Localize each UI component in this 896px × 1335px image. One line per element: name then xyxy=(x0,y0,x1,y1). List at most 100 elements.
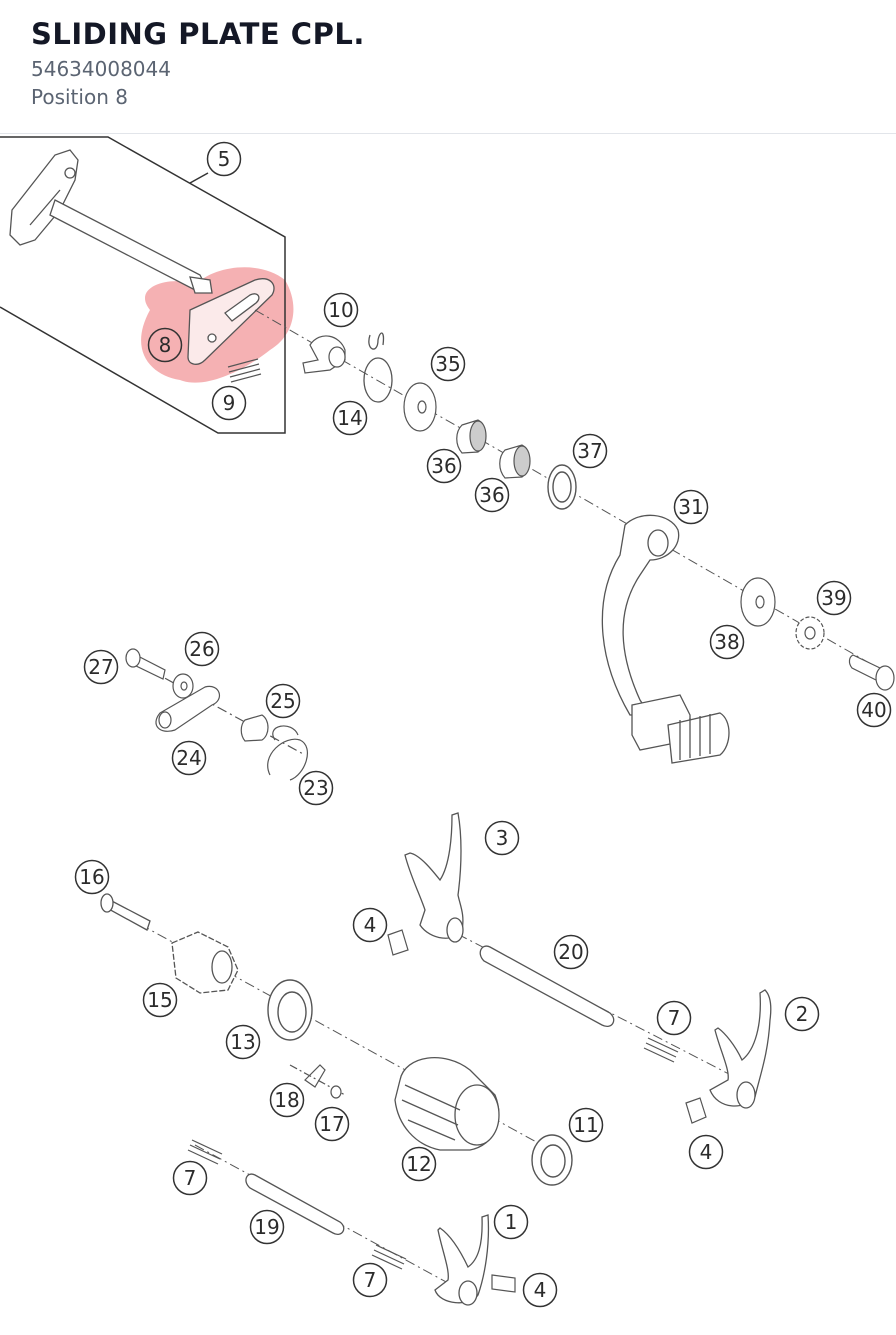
svg-text:2: 2 xyxy=(796,1002,809,1026)
callout-13[interactable]: 13 xyxy=(225,1024,261,1060)
subassembly-frame xyxy=(0,136,286,434)
svg-text:31: 31 xyxy=(678,495,703,519)
callout-4[interactable]: 4 xyxy=(688,1134,724,1170)
shaft-part-20 xyxy=(479,945,615,1027)
svg-text:23: 23 xyxy=(303,776,328,800)
lockwasher-part-39 xyxy=(795,616,825,650)
callout-1[interactable]: 1 xyxy=(493,1204,529,1240)
svg-text:37: 37 xyxy=(577,439,602,463)
svg-text:8: 8 xyxy=(159,333,172,357)
svg-text:3: 3 xyxy=(496,826,509,850)
sliding-plate xyxy=(187,278,275,365)
svg-text:7: 7 xyxy=(668,1006,681,1030)
svg-text:12: 12 xyxy=(406,1152,431,1176)
svg-text:11: 11 xyxy=(573,1113,598,1137)
callout-14[interactable]: 14 xyxy=(332,400,368,436)
callout-4[interactable]: 4 xyxy=(522,1272,558,1308)
callout-3[interactable]: 3 xyxy=(484,820,520,856)
bolt-part-40 xyxy=(848,654,895,691)
svg-text:13: 13 xyxy=(230,1030,255,1054)
svg-text:24: 24 xyxy=(176,746,201,770)
small-parts-17-18 xyxy=(289,1064,346,1099)
svg-text:1: 1 xyxy=(505,1210,518,1234)
callout-8[interactable]: 8 xyxy=(147,327,183,363)
washer-part-35 xyxy=(403,382,437,432)
seal-part-37 xyxy=(547,464,577,510)
seal-part-11 xyxy=(531,1134,573,1186)
svg-text:40: 40 xyxy=(861,698,886,722)
svg-text:4: 4 xyxy=(534,1278,547,1302)
svg-text:17: 17 xyxy=(319,1112,344,1136)
callout-36[interactable]: 36 xyxy=(426,448,462,484)
svg-text:10: 10 xyxy=(328,298,353,322)
svg-text:16: 16 xyxy=(79,865,104,889)
springs-part-7 xyxy=(187,1037,679,1270)
position-label: Position 8 xyxy=(31,85,128,109)
part-number: 54634008044 xyxy=(31,57,171,81)
svg-text:18: 18 xyxy=(274,1088,299,1112)
shift-lever-part-31 xyxy=(601,514,730,764)
svg-text:38: 38 xyxy=(714,630,739,654)
shift-shaft xyxy=(9,149,213,294)
bushing-part-10 xyxy=(302,335,346,374)
callout-7[interactable]: 7 xyxy=(656,1000,692,1036)
callout-7[interactable]: 7 xyxy=(352,1262,388,1298)
callout-16[interactable]: 16 xyxy=(74,859,110,895)
callout-25[interactable]: 25 xyxy=(265,683,301,719)
seal-part-13 xyxy=(267,979,313,1041)
callout-10[interactable]: 10 xyxy=(323,292,359,328)
part-header: SLIDING PLATE CPL. 54634008044 Position … xyxy=(0,0,896,134)
callout-7[interactable]: 7 xyxy=(172,1160,208,1196)
callouts: 5 8 9 10 14 35 36 36 37 31 38 39 40 27 2… xyxy=(74,141,892,1308)
svg-text:9: 9 xyxy=(223,391,236,415)
page-title: SLIDING PLATE CPL. xyxy=(31,17,365,51)
callout-11[interactable]: 11 xyxy=(568,1107,604,1143)
callout-17[interactable]: 17 xyxy=(314,1106,350,1142)
fork-part-1 xyxy=(434,1214,490,1306)
callout-2[interactable]: 2 xyxy=(784,996,820,1032)
callout-26[interactable]: 26 xyxy=(184,631,220,667)
svg-text:14: 14 xyxy=(337,406,362,430)
gear-part-15 xyxy=(100,893,239,994)
callout-19[interactable]: 19 xyxy=(249,1209,285,1245)
callout-20[interactable]: 20 xyxy=(553,934,589,970)
svg-text:25: 25 xyxy=(270,689,295,713)
callout-18[interactable]: 18 xyxy=(269,1082,305,1118)
svg-text:26: 26 xyxy=(189,637,214,661)
bearing-part-36b xyxy=(499,444,531,479)
svg-text:36: 36 xyxy=(431,454,456,478)
shaft-part-19 xyxy=(245,1173,345,1235)
callout-4[interactable]: 4 xyxy=(352,907,388,943)
spring-part-9 xyxy=(227,358,262,383)
callout-36[interactable]: 36 xyxy=(474,477,510,513)
callout-24[interactable]: 24 xyxy=(171,740,207,776)
svg-text:15: 15 xyxy=(147,988,172,1012)
svg-text:5: 5 xyxy=(218,147,231,171)
svg-text:20: 20 xyxy=(558,940,583,964)
callout-12[interactable]: 12 xyxy=(401,1146,437,1182)
callout-38[interactable]: 38 xyxy=(709,624,745,660)
callout-40[interactable]: 40 xyxy=(856,692,892,728)
callout-15[interactable]: 15 xyxy=(142,982,178,1018)
svg-text:7: 7 xyxy=(364,1268,377,1292)
svg-text:27: 27 xyxy=(88,655,113,679)
clip-part-14 xyxy=(363,332,393,403)
callout-37[interactable]: 37 xyxy=(572,433,608,469)
callout-9[interactable]: 9 xyxy=(211,385,247,421)
svg-text:4: 4 xyxy=(700,1140,713,1164)
washer-part-38 xyxy=(740,577,776,627)
svg-text:4: 4 xyxy=(364,913,377,937)
fork-part-3 xyxy=(404,812,464,943)
callout-35[interactable]: 35 xyxy=(430,346,466,382)
svg-text:7: 7 xyxy=(184,1166,197,1190)
svg-text:39: 39 xyxy=(821,586,846,610)
callout-31[interactable]: 31 xyxy=(673,489,709,525)
callout-27[interactable]: 27 xyxy=(83,649,119,685)
fork-part-2 xyxy=(709,989,772,1109)
bearing-part-36a xyxy=(456,419,487,454)
pins-part-4 xyxy=(387,929,707,1293)
callout-5[interactable]: 5 xyxy=(206,141,242,177)
callout-39[interactable]: 39 xyxy=(816,580,852,616)
drum-part-12 xyxy=(394,1057,500,1151)
callout-23[interactable]: 23 xyxy=(298,770,334,806)
